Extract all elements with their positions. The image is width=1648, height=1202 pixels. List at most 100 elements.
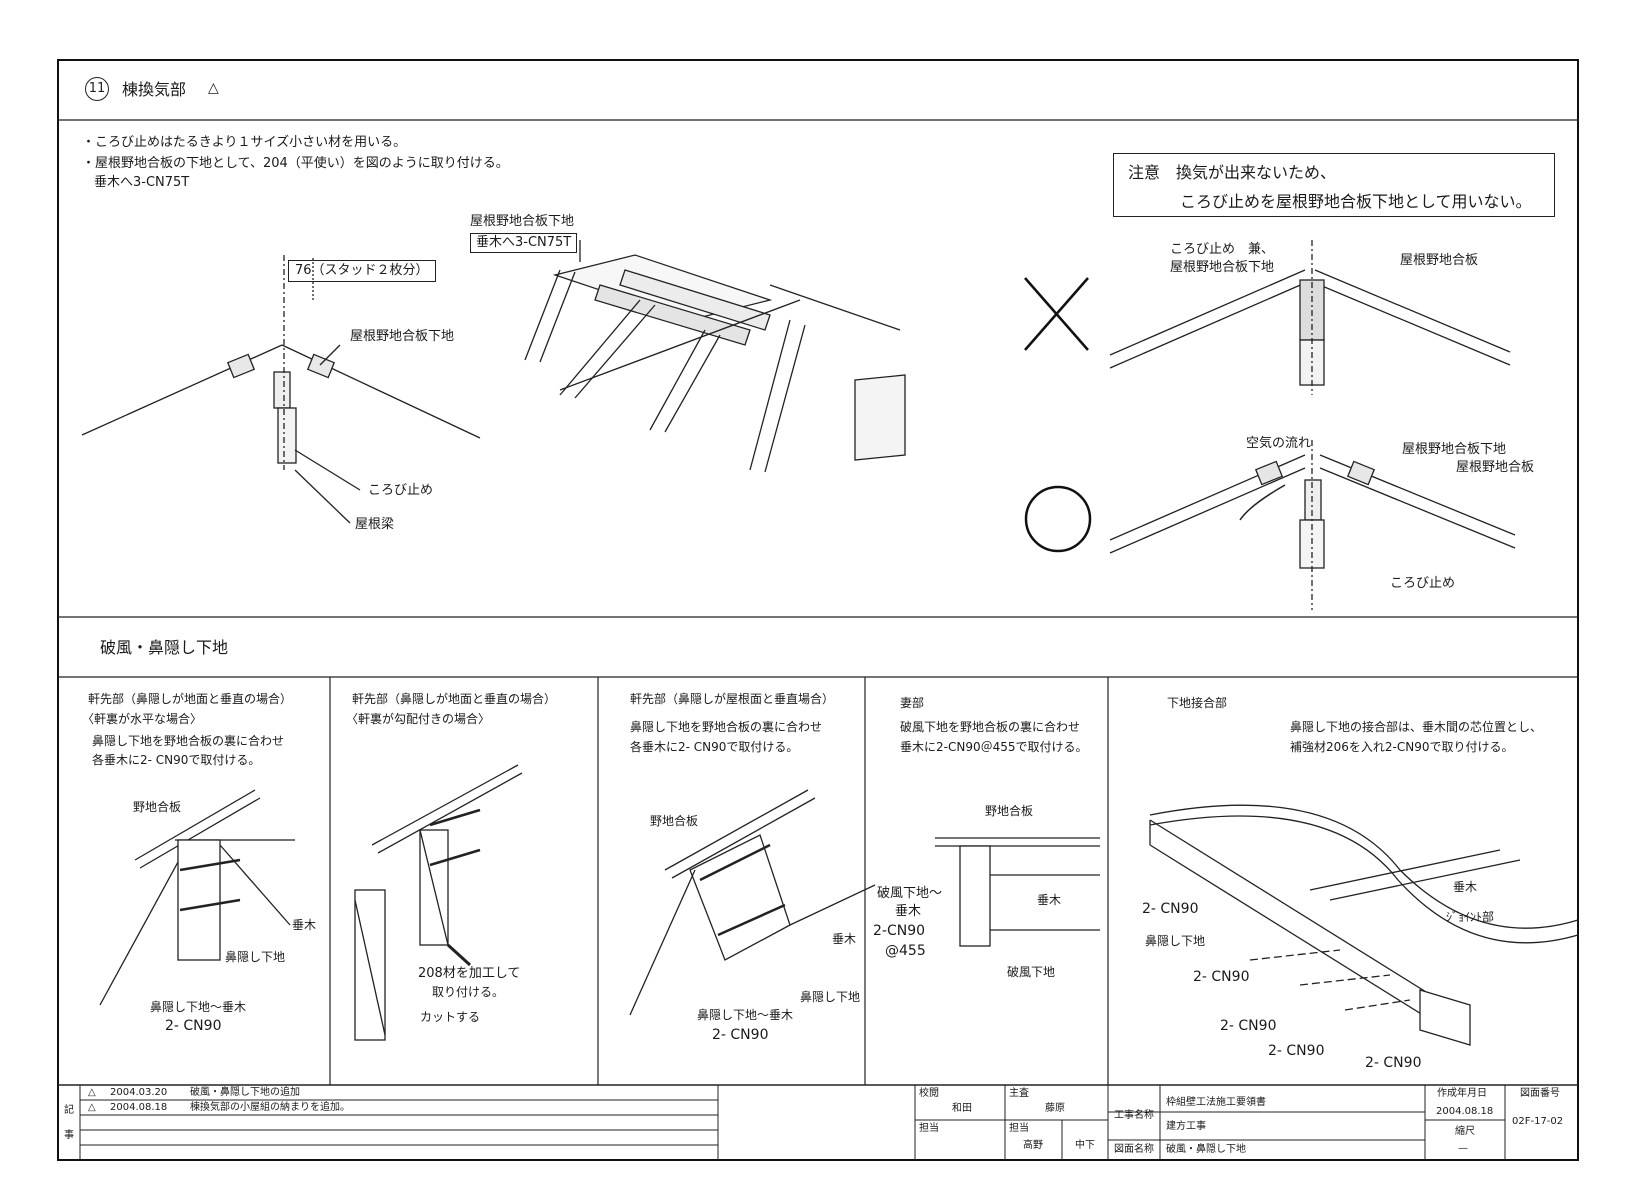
p4-label-barge-base: 破風下地	[1007, 965, 1056, 979]
p1-label-rafter: 垂木	[292, 918, 317, 932]
label-sheathing-base: 屋根野地合板下地	[350, 329, 455, 344]
section-number-circle: 11	[85, 77, 109, 101]
p4-label-nail2: 垂木	[895, 904, 922, 919]
rev2-text: 棟換気部の小屋組の納まりを追加。	[190, 1102, 350, 1113]
p2-label-cut: カットする	[420, 1010, 481, 1024]
tb-work-name: 建方工事	[1166, 1121, 1206, 1132]
fascia-panel3-drawing	[629, 789, 876, 1016]
p5-nail-5: 2- CN90	[1365, 1055, 1422, 1071]
p4-desc2: 垂木に2-CN90＠455で取付ける。	[900, 740, 1088, 754]
section-title: 棟換気部	[122, 80, 187, 99]
tb-chief-label: 主査	[1009, 1088, 1029, 1099]
p5-nail-2: 2- CN90	[1193, 969, 1250, 985]
right-detail	[1109, 440, 1516, 610]
p4-label-rafter: 垂木	[1037, 893, 1062, 907]
p5-label-rafter: 垂木	[1453, 880, 1478, 894]
p5-nail-3: 2- CN90	[1220, 1018, 1277, 1034]
p3-label-rafter: 垂木	[832, 932, 857, 946]
fascia-section-title: 破風・鼻隠し下地	[100, 638, 229, 657]
p4-label-nail1: 破風下地～	[877, 886, 943, 901]
tb-scale-label: 縮尺	[1455, 1126, 1475, 1137]
p5-nail-1: 2- CN90	[1142, 901, 1199, 917]
tb-checked-label: 校閲	[919, 1088, 939, 1099]
p1-heading1: 軒先部（鼻隠しが地面と垂直の場合）	[88, 692, 293, 706]
caution-box	[1113, 153, 1555, 217]
tb-project-label: 工事名称	[1114, 1110, 1154, 1121]
p3-label-nail2: 2- CN90	[712, 1027, 769, 1043]
p4-label-nail4: @455	[885, 943, 926, 959]
tb-drawn-name2: 中下	[1075, 1140, 1095, 1151]
p3-heading1: 軒先部（鼻隠しが屋根面と垂直場合）	[630, 692, 835, 706]
section-number: 11	[88, 81, 106, 96]
p4-label-sheathing: 野地合板	[985, 804, 1034, 818]
p5-desc2: 補強材206を入れ2-CN90で取り付ける。	[1290, 740, 1514, 754]
rev1-date: 2004.03.20	[110, 1087, 168, 1098]
right-label-airflow: 空気の流れ	[1246, 436, 1312, 451]
fascia-panel5-drawing	[1149, 804, 1579, 1046]
note-1: ・ころび止めはたるきより１サイズ小さい材を用いる。	[82, 135, 407, 150]
p2-note2: 取り付ける。	[432, 985, 505, 999]
p1-label-nail2: 2- CN90	[165, 1018, 222, 1034]
wrong-label-sheathing: 屋根野地合板	[1400, 253, 1479, 268]
left-ridge-detail	[81, 255, 481, 524]
title-block-grid	[79, 1085, 1506, 1160]
p5-label-joint: ｼﾞｮｲﾝﾄ部	[1446, 910, 1495, 924]
p4-desc1: 破風下地を野地合板の裏に合わせ	[900, 720, 1081, 734]
iso-label-nail: 垂木へ3-CN75T	[470, 233, 578, 253]
right-label-sheathing: 屋根野地合板	[1456, 460, 1535, 475]
rev1-text: 破風・鼻隠し下地の追加	[190, 1087, 300, 1098]
tb-scale-value: —	[1458, 1143, 1468, 1154]
iso-label-base: 屋根野地合板下地	[470, 214, 575, 229]
iso-ridge-detail	[524, 240, 906, 473]
tb-number-value: 02F-17-02	[1512, 1116, 1564, 1127]
p4-label-nail3: 2-CN90	[873, 923, 926, 939]
rev1-mark: △	[88, 1087, 96, 1098]
p1-label-fascia-base: 鼻隠し下地	[225, 950, 286, 964]
rev2-date: 2004.08.18	[110, 1102, 168, 1113]
tb-project-name: 枠組壁工法施工要領書	[1166, 1097, 1266, 1108]
caution-line1: 注意 換気が出来ないため、	[1128, 163, 1337, 182]
p3-label-nail1: 鼻隠し下地～垂木	[697, 1008, 794, 1022]
p2-heading2: 〈軒裏が勾配付きの場合〉	[346, 712, 491, 726]
p1-heading2: 〈軒裏が水平な場合〉	[82, 712, 203, 726]
p2-heading1: 軒先部（鼻隠しが地面と垂直の場合）	[352, 692, 557, 706]
p5-nail-4: 2- CN90	[1268, 1043, 1325, 1059]
p1-label-sheathing: 野地合板	[133, 800, 182, 814]
caution-line2: ころび止めを屋根野地合板下地として用いない。	[1180, 192, 1532, 211]
p3-desc1: 鼻隠し下地を野地合板の裏に合わせ	[630, 720, 823, 734]
label-blocking: ころび止め	[368, 483, 434, 498]
label-ridge-beam: 屋根梁	[355, 517, 395, 532]
right-label-base: 屋根野地合板下地	[1402, 442, 1507, 457]
fascia-panel1-drawing	[99, 789, 295, 1006]
tb-notes-label1: 記	[64, 1105, 74, 1116]
wrong-detail	[1109, 240, 1511, 395]
fascia-panel2-drawing	[354, 764, 523, 1041]
tb-drawn-label: 担当	[919, 1123, 939, 1134]
tb-number-label: 図面番号	[1520, 1088, 1560, 1099]
tb-chief-name: 藤原	[1045, 1103, 1065, 1114]
p5-label-fascia-base: 鼻隠し下地	[1145, 934, 1206, 948]
note-3: 垂木へ3-CN75T	[94, 175, 190, 190]
tb-drawn-name1: 高野	[1023, 1140, 1043, 1151]
revision-mark: △	[208, 80, 219, 96]
rev2-mark: △	[88, 1102, 96, 1113]
tb-date-label: 作成年月日	[1437, 1088, 1487, 1099]
tb-checked-name: 和田	[952, 1103, 972, 1114]
p1-desc2: 各垂木に2- CN90で取付ける。	[92, 753, 261, 767]
tb-drawing-label: 図面名称	[1114, 1144, 1154, 1155]
right-label-blocking: ころび止め	[1390, 576, 1456, 591]
p3-label-sheathing: 野地合板	[650, 814, 699, 828]
note-2: ・屋根野地合板の下地として、204（平使い）を図のように取り付ける。	[82, 156, 509, 171]
p3-desc2: 各垂木に2- CN90で取付ける。	[630, 740, 799, 754]
p1-desc1: 鼻隠し下地を野地合板の裏に合わせ	[92, 734, 285, 748]
p3-label-fascia-base: 鼻隠し下地	[800, 990, 861, 1004]
tb-date-value: 2004.08.18	[1436, 1106, 1494, 1117]
fascia-panel4-drawing	[935, 837, 1100, 947]
wrong-label-blocking2: 屋根野地合板下地	[1170, 260, 1275, 275]
p2-note1: 208材を加工して	[418, 966, 521, 981]
tb-drawn-label2: 担当	[1009, 1123, 1029, 1134]
wrong-label-blocking: ころび止め 兼、	[1170, 242, 1275, 257]
dimension-label: 76（スタッド２枚分）	[288, 260, 436, 282]
mark-shapes	[1024, 277, 1092, 553]
